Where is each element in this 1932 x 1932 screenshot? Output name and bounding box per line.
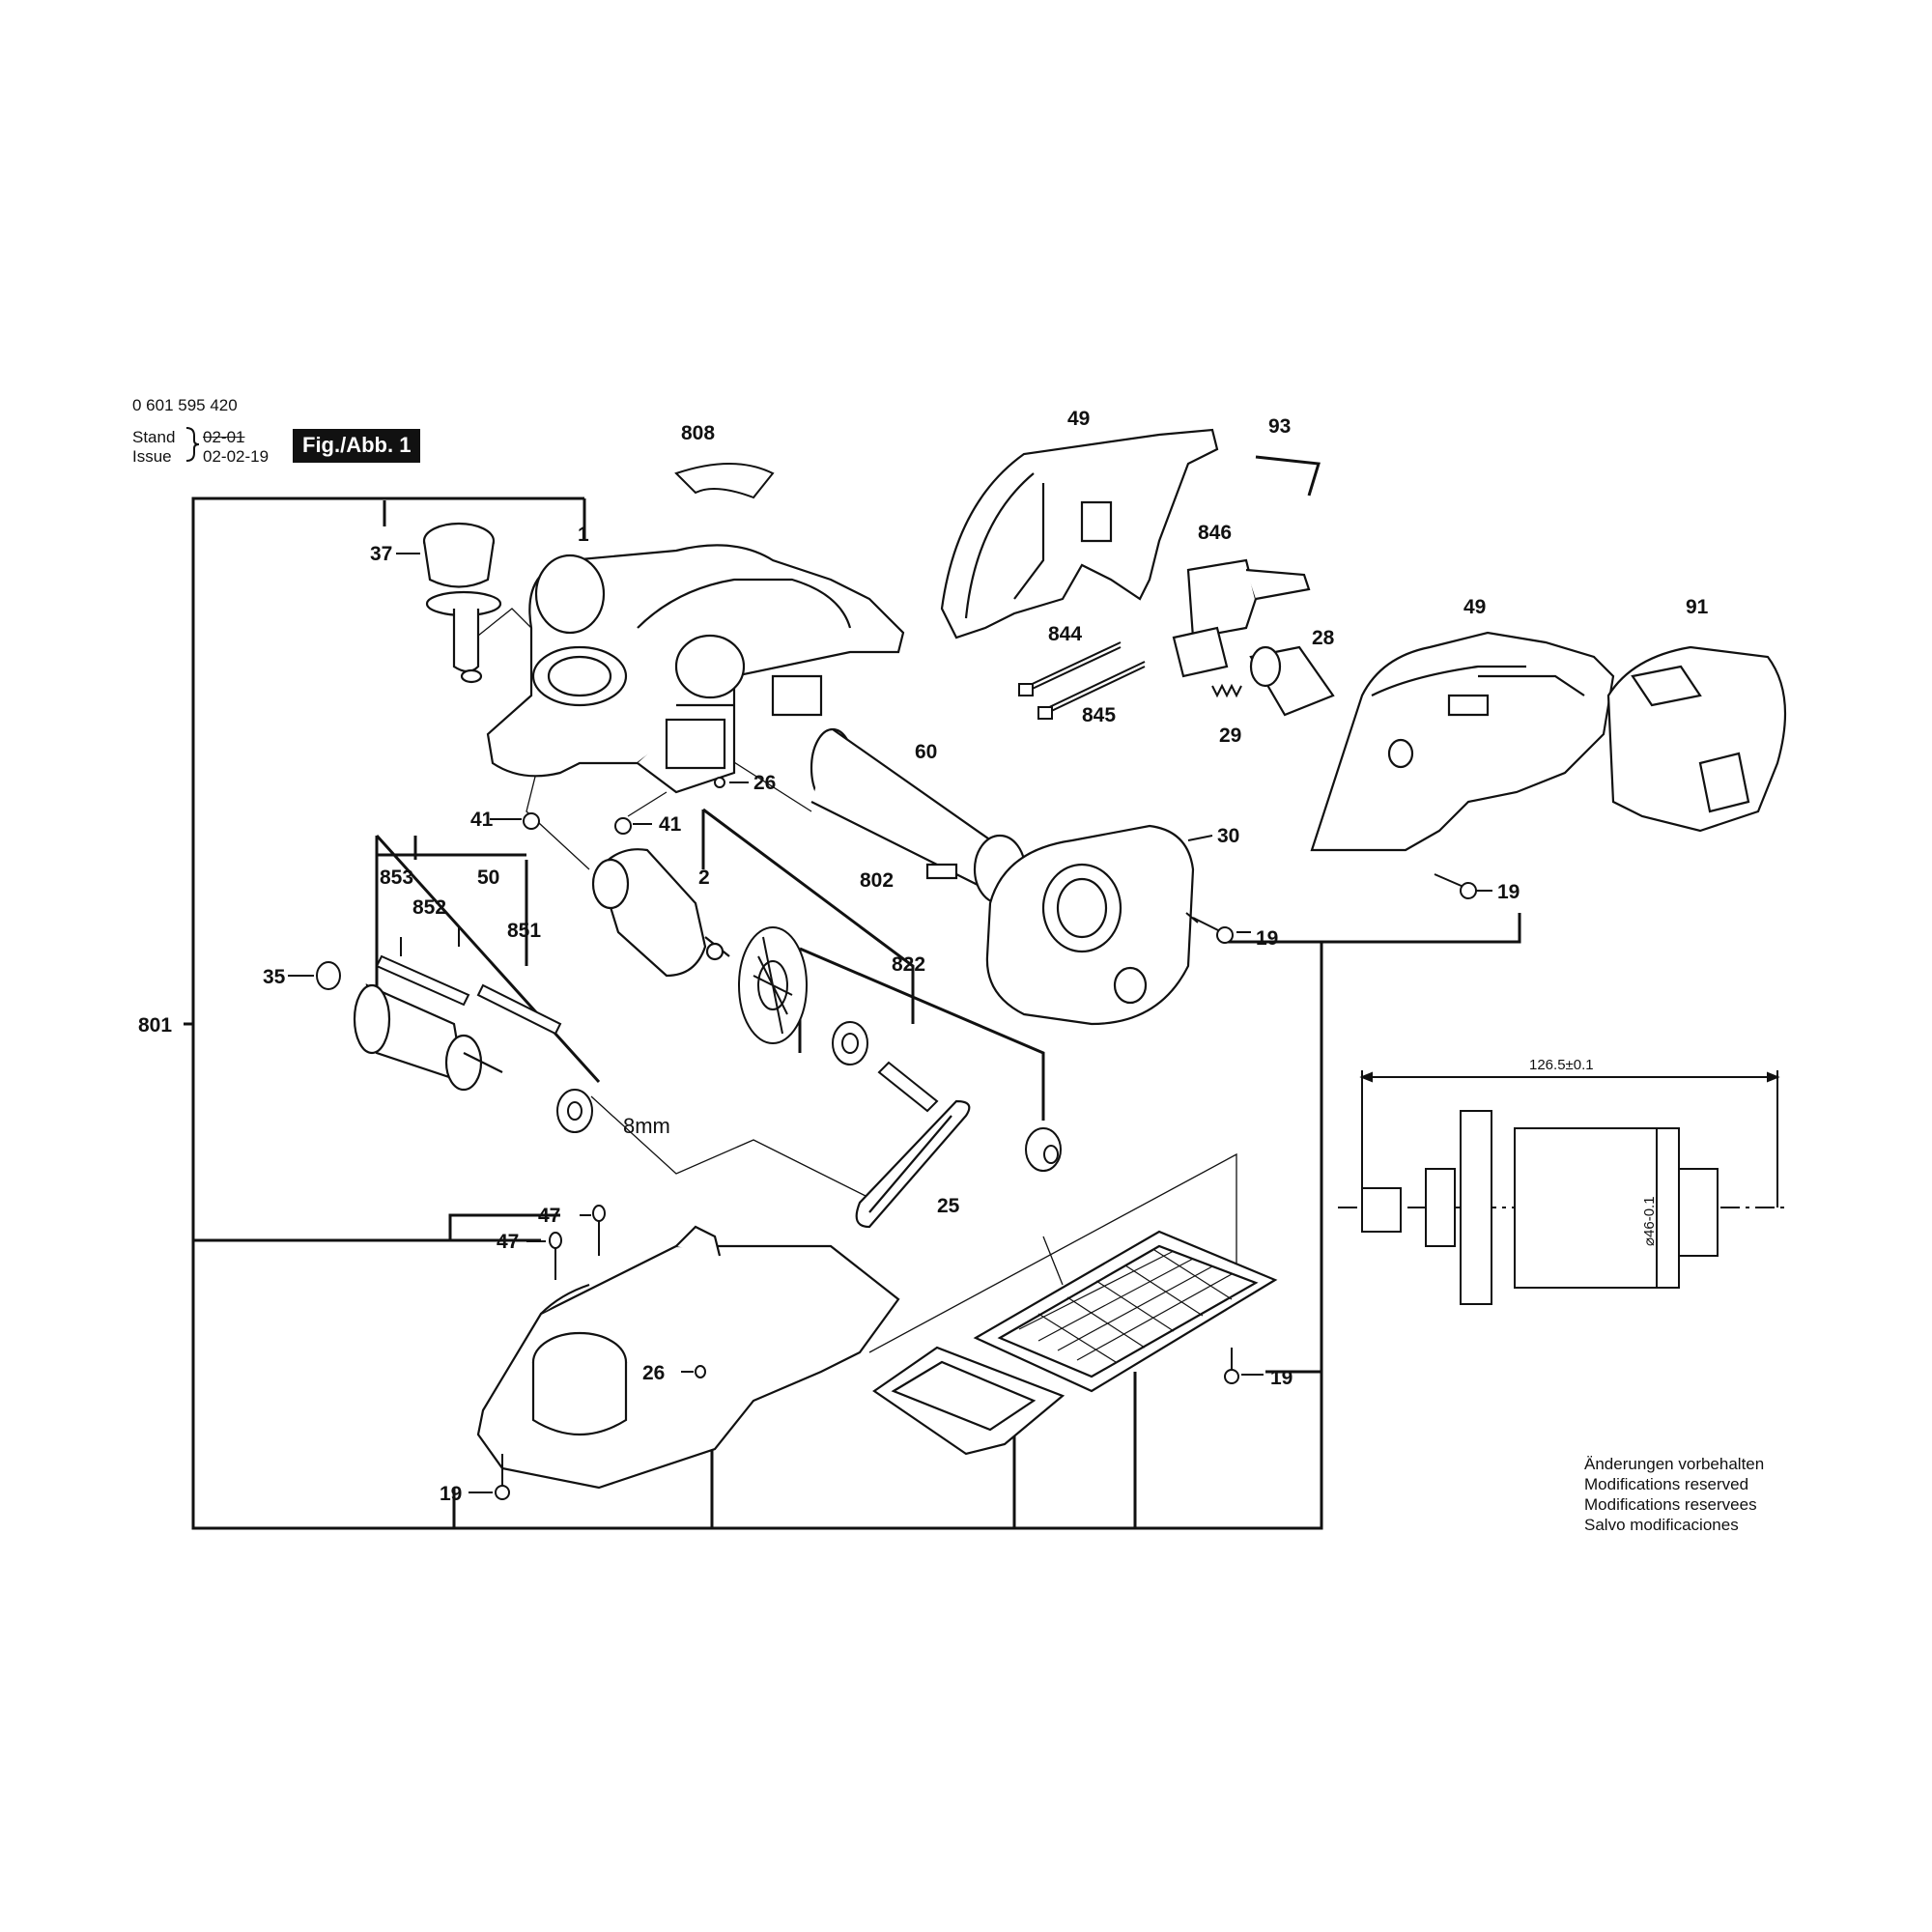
callout-19-cover: 19: [1256, 927, 1278, 950]
dimension-diameter: ⌀46-0.1: [1641, 1196, 1658, 1246]
dust-cover-30: [985, 824, 1195, 1026]
callout-leaders: [288, 553, 1492, 1493]
callout-1: 1: [578, 524, 589, 546]
screw-19-d: [1224, 1348, 1239, 1384]
cover-plate: [872, 1346, 1065, 1456]
note-es: Salvo modificaciones: [1584, 1516, 1739, 1534]
base-plate: [476, 1225, 900, 1490]
callout-8mm: 8mm: [623, 1114, 670, 1138]
modification-notes: Änderungen vorbehalten Modifications res…: [1584, 1454, 1764, 1535]
dimension-drawing: [1338, 1070, 1787, 1305]
dimension-length: 126.5±0.1: [1529, 1057, 1594, 1073]
callout-28: 28: [1312, 627, 1335, 649]
callout-labels: 808 49 93 37 1 846 844 845 28 29 49 91 6…: [138, 408, 1709, 1505]
stand-value: 02-01: [203, 428, 245, 446]
callout-19-handle: 19: [1497, 881, 1520, 903]
callout-801: 801: [138, 1014, 172, 1037]
screw-26-a: [714, 777, 725, 788]
screw-47-b: [549, 1232, 562, 1280]
callout-47-upper: 47: [538, 1205, 560, 1227]
callout-808: 808: [681, 422, 715, 444]
figure-badge: Fig./Abb. 1: [293, 429, 421, 463]
screw-19-c: [495, 1454, 510, 1500]
spring-29: [1211, 683, 1242, 698]
callout-60: 60: [915, 741, 937, 763]
cable-ties-844-845: [1018, 641, 1146, 720]
nut-41-a: [523, 812, 540, 830]
depth-knob-37: [422, 522, 502, 684]
main-bracket: [184, 497, 1521, 1530]
callout-37: 37: [370, 543, 392, 565]
motor-part-28: [1249, 645, 1335, 717]
stand-label: Stand: [132, 428, 176, 446]
callout-19-base: 19: [440, 1483, 462, 1505]
label-sheet-808: [674, 463, 775, 499]
pulley-small: [556, 1089, 593, 1133]
pulley-right: [1025, 1127, 1062, 1172]
note-de: Änderungen vorbehalten: [1584, 1455, 1765, 1473]
note-fr: Modifications reservees: [1584, 1495, 1757, 1514]
callout-26-lower: 26: [642, 1362, 665, 1384]
callout-846: 846: [1198, 522, 1232, 544]
issue-label: Issue: [132, 447, 172, 466]
callout-41-right: 41: [659, 813, 682, 836]
callout-91: 91: [1686, 596, 1709, 618]
roller-50: [353, 983, 503, 1092]
battery-91: [1606, 645, 1787, 833]
note-en: Modifications reserved: [1584, 1475, 1749, 1493]
callout-50: 50: [477, 867, 499, 889]
screw-19-b: [1434, 873, 1477, 899]
tube-60: [810, 727, 1027, 905]
blades-851-852-853: [375, 927, 562, 1036]
screw-26-b: [695, 1365, 706, 1378]
switch-846: [1172, 558, 1311, 678]
sole-plate-grid: [973, 1230, 1278, 1393]
callout-19-plate: 19: [1270, 1367, 1293, 1389]
callout-853: 853: [380, 867, 413, 889]
callout-47-lower: 47: [497, 1231, 519, 1253]
callout-851: 851: [507, 920, 541, 942]
callout-49-handle: 49: [1463, 596, 1486, 618]
callout-93: 93: [1268, 415, 1291, 438]
screw-47-a: [592, 1205, 606, 1256]
nut-41-b: [614, 817, 632, 835]
callout-29: 29: [1219, 724, 1241, 747]
callout-2: 2: [698, 867, 710, 889]
hex-key-93: [1255, 455, 1321, 497]
callout-49-top: 49: [1067, 408, 1090, 430]
callout-845: 845: [1082, 704, 1116, 726]
callout-822: 822: [892, 953, 925, 976]
sub-brackets: [375, 808, 1045, 1121]
bearing-822: [832, 1021, 939, 1113]
callout-41-left: 41: [470, 809, 494, 831]
motor-2: [591, 848, 730, 978]
screw-19-a: [1185, 912, 1234, 944]
upper-housing-1: [486, 544, 905, 794]
callout-844: 844: [1048, 623, 1082, 645]
fan: [738, 926, 808, 1044]
part-number: 0 601 595 420: [132, 396, 238, 414]
cover-49-top: [940, 428, 1219, 639]
callout-25: 25: [937, 1195, 960, 1217]
callout-35: 35: [263, 966, 286, 988]
handle-49: [1310, 631, 1615, 852]
header-brace: [185, 427, 200, 462]
belt-25: [855, 1099, 971, 1229]
callout-30: 30: [1217, 825, 1239, 847]
issue-value: 02-02-19: [203, 447, 270, 466]
callout-852: 852: [412, 896, 446, 919]
callout-26-upper: 26: [753, 772, 776, 794]
callout-802: 802: [860, 869, 894, 892]
